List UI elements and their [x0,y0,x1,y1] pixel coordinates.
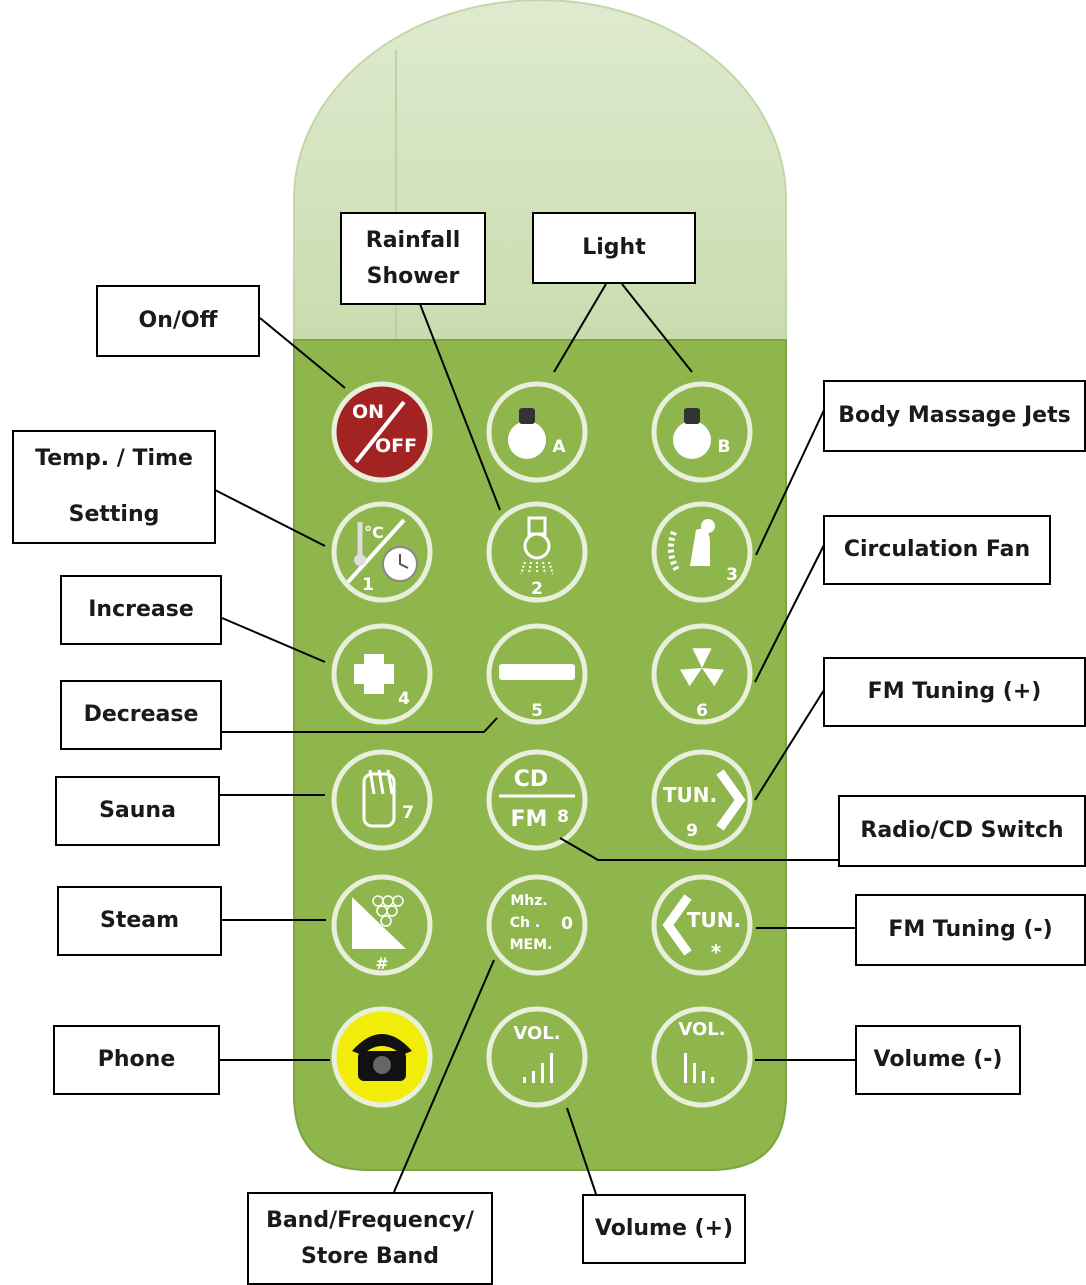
sauna-icon: 7 [362,769,414,828]
svg-text:VOL.: VOL. [513,1023,560,1044]
svg-text:FM: FM [511,807,548,832]
leader-light-b [621,283,693,373]
rainfall-button[interactable]: 2 [486,501,588,603]
steam-button[interactable]: # [331,874,433,976]
tun-plus-button[interactable]: TUN. 9 [651,749,753,851]
callout-temp-time-setting: Temp. / Time Setting [12,430,216,544]
vol-plus-button[interactable]: VOL. [486,1006,588,1108]
leader-decrease [222,717,498,733]
callout-fm-tuning-minus: FM Tuning (-) [855,894,1086,966]
svg-text:°C: °C [364,523,384,542]
callout-radio-cd-switch: Radio/CD Switch [838,795,1086,867]
svg-text:5: 5 [531,701,543,721]
svg-text:4: 4 [398,689,410,709]
svg-text:#: # [375,954,388,973]
callout-band-frequency-store: Band/Frequency/ Store Band [247,1192,493,1285]
svg-text:Ch .: Ch . [510,915,540,931]
svg-text:9: 9 [686,821,698,841]
svg-text:8: 8 [557,807,569,827]
tun-minus-button[interactable]: TUN. * [651,874,753,976]
plus-icon: 4 [354,654,410,709]
decrease-button[interactable]: 5 [486,623,588,725]
svg-text:0: 0 [561,914,573,934]
svg-text:1: 1 [362,575,374,595]
svg-text:OFF: OFF [375,435,417,457]
leader-volume-plus [566,1107,597,1195]
svg-text:TUN.: TUN. [663,783,717,807]
svg-text:Mhz.: Mhz. [510,893,547,909]
light-bulb-icon: A [508,408,566,459]
minus-icon: 5 [499,664,575,721]
cd-fm-button[interactable]: CD FM 8 [486,749,588,851]
svg-text:MEM.: MEM. [510,937,553,953]
light-b-button[interactable]: B [651,381,753,483]
callout-decrease: Decrease [60,680,222,750]
band-button[interactable]: Mhz. Ch . MEM. 0 [486,874,588,976]
callout-steam: Steam [57,886,222,956]
callout-rainfall-shower: Rainfall Shower [340,212,486,305]
svg-text:B: B [718,437,731,457]
thermometer-clock-icon: °C 1 [346,518,418,595]
cd-fm: CD FM 8 [499,767,575,832]
callout-circulation-fan: Circulation Fan [823,515,1051,585]
leader-increase [221,617,326,663]
svg-text:ON: ON [352,401,384,423]
band: Mhz. Ch . MEM. 0 [510,893,573,953]
fan-button[interactable]: 6 [651,623,753,725]
svg-text:7: 7 [402,803,414,823]
on-off: ON OFF [352,400,417,464]
leader-circulation [754,544,825,683]
leader-radio-cd [559,837,838,861]
leader-light-a [553,283,607,373]
svg-text:6: 6 [696,701,708,721]
leader-fm-plus [754,689,825,801]
callout-light: Light [532,212,696,284]
svg-text:2: 2 [531,579,543,599]
massage-chair-icon: 3 [667,519,738,585]
massage-button[interactable]: 3 [651,501,753,603]
sauna-button[interactable]: 7 [331,749,433,851]
callout-increase: Increase [60,575,222,645]
svg-text:CD: CD [514,767,548,792]
leader-rainfall [419,303,501,511]
leader-temp [214,489,326,547]
increase-button[interactable]: 4 [331,623,433,725]
callout-volume-minus: Volume (-) [855,1025,1021,1095]
callout-on-off: On/Off [96,285,260,357]
callout-phone: Phone [53,1025,220,1095]
fan-icon: 6 [680,648,724,721]
on-off-button[interactable]: ON OFF [331,381,433,483]
leader-on-off [259,317,346,389]
callout-sauna: Sauna [55,776,220,846]
callout-fm-tuning-plus: FM Tuning (+) [823,657,1086,727]
svg-text:A: A [552,437,566,457]
callout-volume-plus: Volume (+) [582,1194,746,1264]
telephone-icon [352,1034,412,1081]
leader-band [393,959,495,1193]
volume-up-icon: VOL. [513,1023,561,1083]
volume-down-icon: VOL. [678,1019,726,1083]
svg-text:*: * [711,940,722,964]
light-bulb-icon: B [673,408,730,459]
tun-left-icon: TUN. * [662,894,741,964]
tun-right-icon: TUN. 9 [663,769,746,841]
svg-text:TUN.: TUN. [687,908,741,932]
vol-minus-button[interactable]: VOL. [651,1006,753,1108]
callout-body-massage-jets: Body Massage Jets [823,380,1086,452]
shower-icon: 2 [520,516,554,599]
svg-text:3: 3 [726,565,738,585]
steam-icon: # [352,895,406,973]
svg-text:VOL.: VOL. [678,1019,725,1040]
light-a-button[interactable]: A [486,381,588,483]
leader-massage [755,409,825,556]
temp-time-button[interactable]: °C 1 [331,501,433,603]
phone-button[interactable] [331,1006,433,1108]
